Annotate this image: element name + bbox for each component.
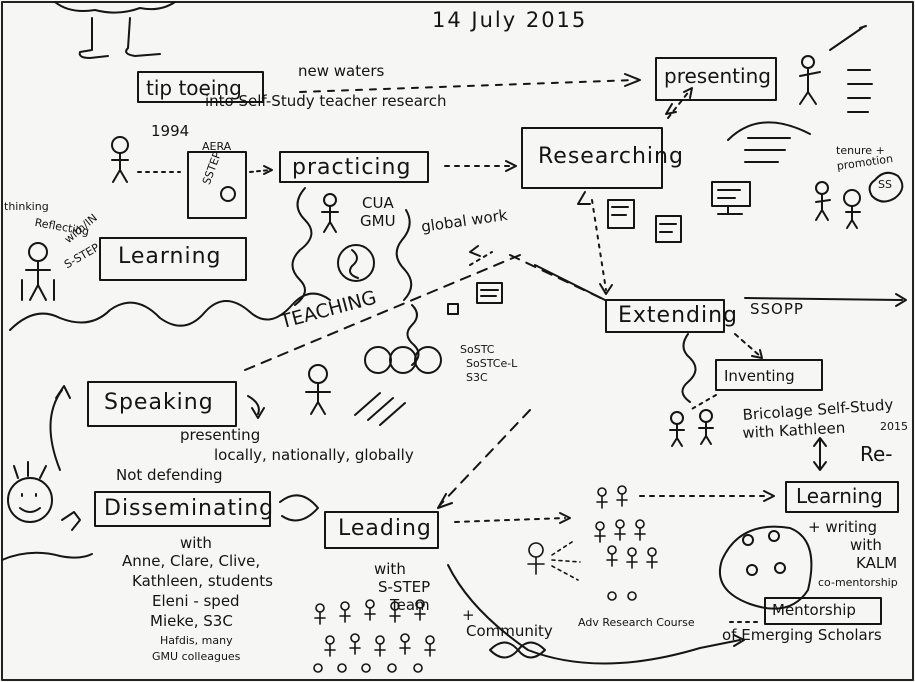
s-step-team-label: S-STEP xyxy=(378,578,431,596)
aera-label: AERA xyxy=(202,140,232,153)
tenure-label: tenure + xyxy=(836,144,885,157)
reflecting-person-doodle xyxy=(21,242,55,301)
person-1994-doodle xyxy=(111,136,129,183)
waving-person-doodle xyxy=(1,461,93,561)
laptop-icon xyxy=(711,181,751,207)
inventing-label: Inventing xyxy=(724,367,795,385)
crowd-doodle xyxy=(313,485,658,673)
learning-right-label: Learning xyxy=(796,484,883,508)
names-line-5: Hafdis, many xyxy=(160,634,233,647)
community-label: Community xyxy=(466,622,553,640)
mentorship-box xyxy=(764,597,882,625)
infinity-icon xyxy=(489,641,546,659)
researching-label: Researching xyxy=(538,144,684,169)
names-line-3: Eleni - sped xyxy=(152,592,240,610)
heart-icon xyxy=(868,171,904,203)
speaking-box xyxy=(87,381,237,427)
plus-label: + xyxy=(462,606,475,624)
locally-globally-label: locally, nationally, globally xyxy=(214,446,414,464)
globe-icon xyxy=(337,244,375,282)
re-label: Re- xyxy=(860,442,893,466)
learning-left-label: Learning xyxy=(118,244,222,269)
aera-box xyxy=(187,151,247,219)
venn-circle-1 xyxy=(364,346,392,374)
researching-box xyxy=(521,127,663,189)
s3c-label: S3C xyxy=(466,371,488,384)
presenting-label: presenting xyxy=(664,64,771,88)
extending-label: Extending xyxy=(618,303,739,328)
adv-course-label: Adv Research Course xyxy=(578,616,695,629)
page-date: 14 July 2015 xyxy=(432,8,588,32)
practicing-box xyxy=(279,151,429,183)
plus-writing-label: + writing xyxy=(808,518,878,536)
new-waters-arrow xyxy=(299,79,636,93)
team-label: Team xyxy=(390,596,430,614)
leading-box xyxy=(324,511,439,549)
ss-heart-label: SS xyxy=(878,178,892,191)
venn-circle-3 xyxy=(414,346,442,374)
learning-box-right xyxy=(785,481,899,513)
sostce-l-label: SoSTCe-L xyxy=(466,357,518,370)
gmu-label: GMU xyxy=(360,212,396,230)
names-line-6: GMU colleagues xyxy=(152,650,241,663)
cua-label: CUA xyxy=(362,194,394,212)
with-bottom-label: with xyxy=(374,560,406,578)
extending-box xyxy=(605,299,725,333)
learning-box-left xyxy=(99,237,247,281)
leading-label: Leading xyxy=(338,516,432,541)
community-curve xyxy=(447,564,741,665)
sostc-label: SoSTC xyxy=(460,343,495,356)
ssopp-label: SSOPP xyxy=(750,300,804,318)
disseminate-speak-arrow xyxy=(49,389,63,471)
kalm-label: KALM xyxy=(856,554,898,572)
kalm-circle xyxy=(718,525,813,610)
new-waters-label: new waters xyxy=(298,62,385,80)
year-2015-label: 2015 xyxy=(880,420,908,433)
names-line-4: Mieke, S3C xyxy=(150,612,233,630)
venn-circle-2 xyxy=(389,346,417,374)
smiley-person-doodle xyxy=(305,364,331,415)
speaking-label: Speaking xyxy=(104,390,214,415)
practicing-label: practicing xyxy=(292,155,412,180)
with-right-label: with xyxy=(850,536,882,554)
presenting-small-label: presenting xyxy=(180,426,261,444)
co-mentorship-label: co-mentorship xyxy=(818,576,898,589)
teaching-diagonal-1 xyxy=(244,254,521,371)
presenter-doodle xyxy=(799,25,873,113)
mentorship-label: Mentorship xyxy=(772,601,856,619)
presenting-box xyxy=(655,57,777,101)
tiptoe-feet-doodle xyxy=(54,1,176,59)
names-line-2: Kathleen, students xyxy=(132,572,273,590)
with-ll-label: with xyxy=(180,534,212,552)
tiptoeing-label: tip toeing xyxy=(146,76,242,100)
speech-arcs xyxy=(727,121,811,163)
not-defending-label: Not defending xyxy=(116,466,223,484)
disseminating-box xyxy=(94,491,271,527)
year-1994-label: 1994 xyxy=(151,122,190,140)
emerging-scholars-label: of Emerging Scholars xyxy=(722,626,882,644)
thinking-label: thinking xyxy=(4,200,49,213)
tiptoeing-box xyxy=(137,71,264,103)
names-line-1: Anne, Clare, Clive, xyxy=(122,552,261,570)
into-self-study-label: into Self-Study teacher research xyxy=(205,92,447,110)
inventing-box xyxy=(715,359,823,391)
researching-presenting-arrow xyxy=(667,89,691,119)
disseminating-label: Disseminating xyxy=(104,496,275,521)
